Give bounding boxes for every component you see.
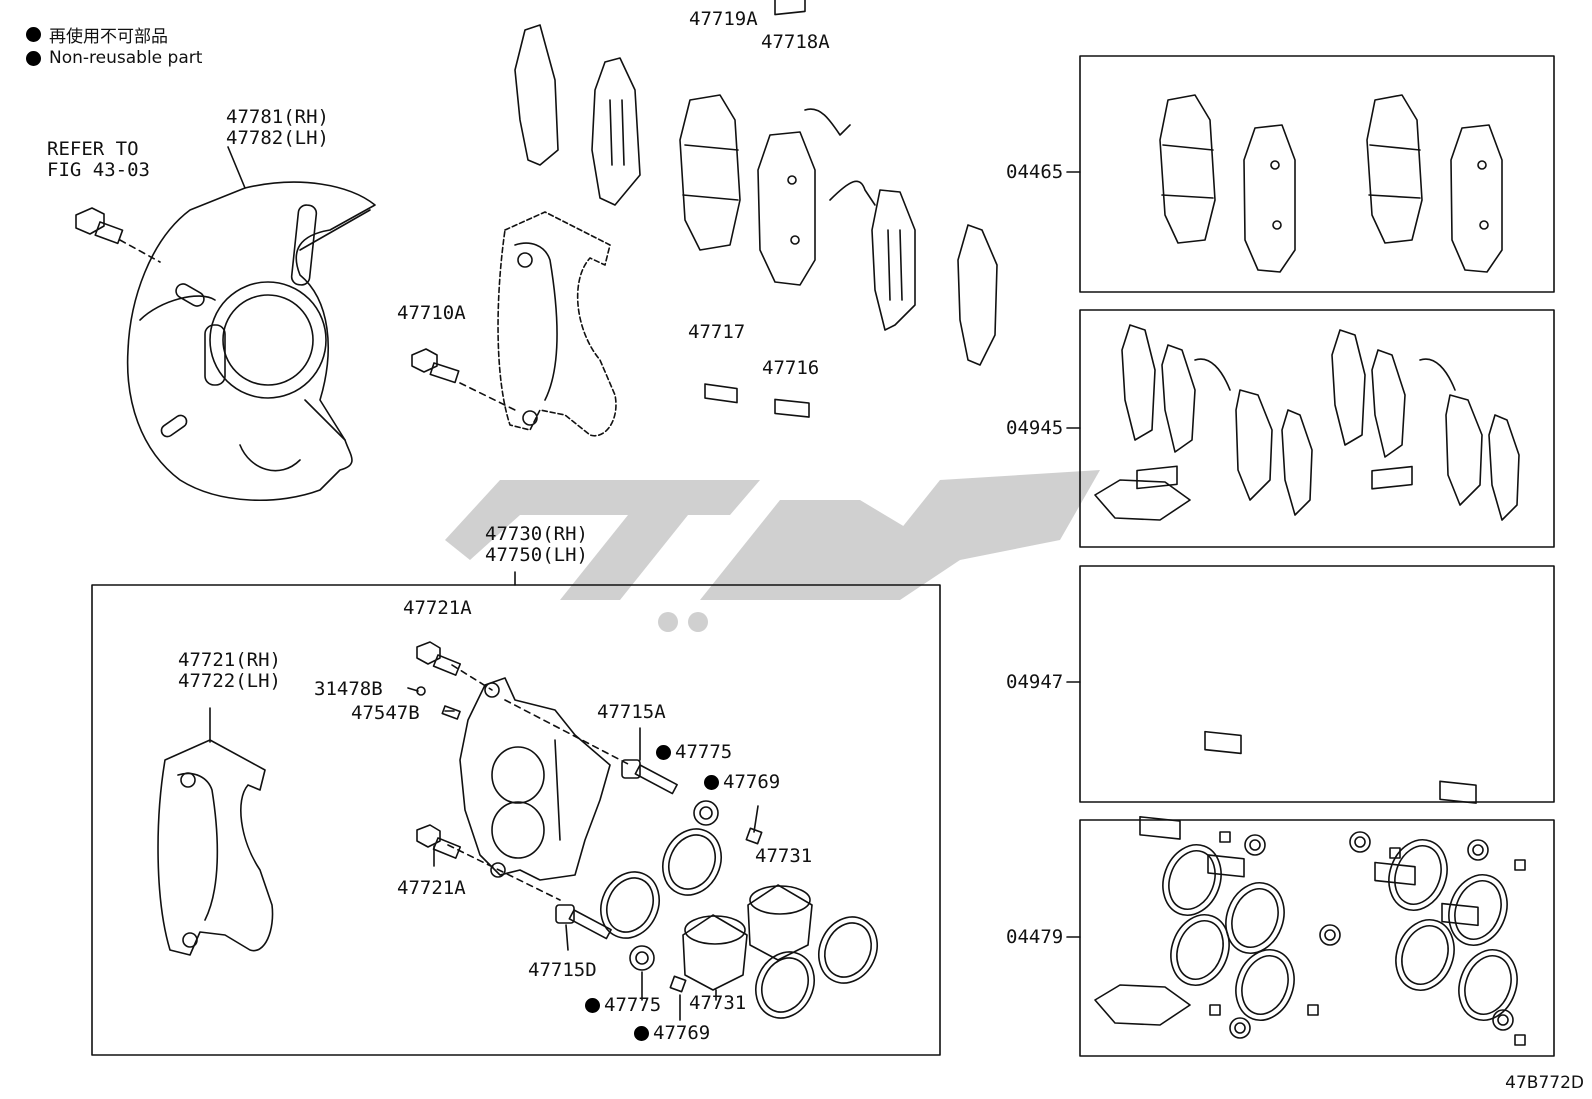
label-47710a: 47710A [397,302,466,324]
bolt-47710a-drawing [411,348,516,411]
label-47769-top-text: 47769 [723,771,781,793]
label-47775-bottom-text: 47775 [604,994,662,1016]
kit-box-04479 [1079,819,1555,1057]
legend-ja: 再使用不可部品 [26,22,168,47]
label-47715a: 47715A [597,701,666,723]
pad-clips-drawing [704,0,876,418]
label-47547b: 47547B [351,702,420,724]
kit-04947-clips-drawing [1136,465,1479,927]
label-47775-top-text: 47775 [675,741,733,763]
non-reusable-icon [704,775,719,790]
kit-box-04465 [1079,55,1555,293]
non-reusable-icon [656,745,671,760]
watermark-logo [445,470,1100,632]
kit-04945-shims-drawing [1094,324,1520,521]
kit-code-04945: 04945 [1006,417,1064,439]
label-47718a: 47718A [761,31,830,53]
caliper-assembly-box [91,584,941,1056]
label-47721-rh: 47721(RH) [178,649,281,671]
label-47715d: 47715D [528,959,597,981]
label-31478b: 31478B [314,678,383,700]
label-47782-lh: 47782(LH) [226,127,329,149]
label-47730-rh: 47730(RH) [485,523,588,545]
label-47731-top: 47731 [755,845,813,867]
label-47721a-bottom: 47721A [397,877,466,899]
pistons-drawing [682,884,813,991]
non-reusable-icon [634,1026,649,1041]
label-47781-rh: 47781(RH) [226,106,329,128]
lower-mounting-bracket-drawing [157,739,274,956]
dust-shield-drawing [126,181,376,502]
kit-box-04945 [1079,309,1555,548]
slide-pins-drawing [555,759,678,940]
kit-04465-pads-drawing [1159,94,1503,273]
bullet-icon [26,50,41,66]
label-47716: 47716 [762,357,820,379]
label-refer-line1: REFER TO [47,138,139,160]
kit-04479-seals-drawing [1094,831,1526,1046]
label-47717: 47717 [688,321,746,343]
boots-seals-drawing [600,800,878,1019]
bullet-icon [26,27,41,42]
refer-bolt-drawing [75,207,161,263]
label-47731-bottom: 47731 [689,992,747,1014]
label-47769-top: 47769 [704,772,780,795]
upper-mounting-bracket-drawing [497,211,617,437]
caliper-body-drawing [459,677,611,881]
pad-shims-drawing [514,24,998,366]
non-reusable-icon [585,998,600,1013]
label-47775-top: 47775 [656,742,732,765]
caliper-bolts-drawing [416,641,462,859]
label-47775-bottom: 47775 [585,995,661,1018]
legend-en-text: Non-reusable part [49,48,203,68]
legend-ja-text: 再使用不可部品 [49,27,168,47]
kit-code-04479: 04479 [1006,926,1064,948]
label-47722-lh: 47722(LH) [178,670,281,692]
figure-code: 47B772D [1505,1073,1584,1093]
label-47750-lh: 47750(LH) [485,544,588,566]
kit-code-04947: 04947 [1006,671,1064,693]
label-refer-line2: FIG 43-03 [47,159,150,181]
kit-code-04465: 04465 [1006,161,1064,183]
label-47769-bottom-text: 47769 [653,1022,711,1044]
label-47721a-top: 47721A [403,597,472,619]
label-47769-bottom: 47769 [634,1023,710,1046]
legend-en: Non-reusable part [26,48,202,68]
label-47719a: 47719A [689,8,758,30]
brake-pads-drawing [679,94,816,286]
kit-box-04947 [1079,565,1555,803]
